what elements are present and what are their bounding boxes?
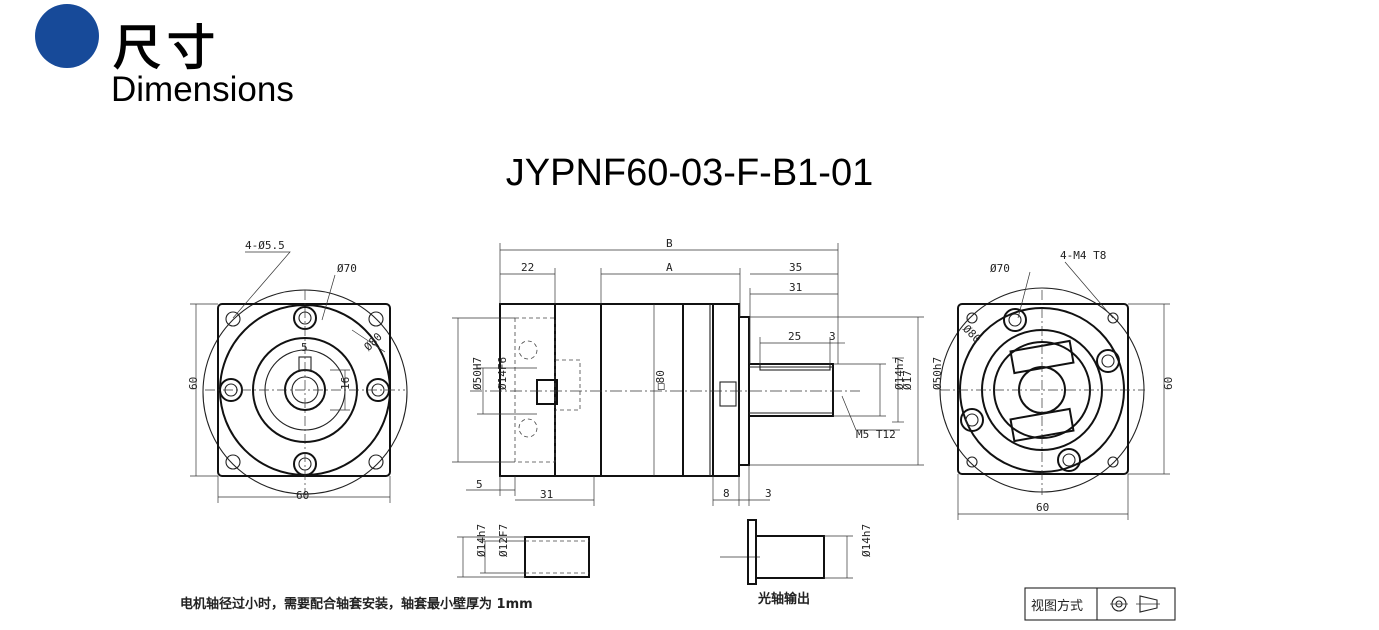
dim-thread: M5 T12: [856, 428, 896, 441]
dim-25: 25: [788, 330, 801, 343]
front-pcd-label: Ø70: [337, 262, 357, 275]
view-method-box: [1024, 587, 1176, 621]
front-dia80-label: Ø80: [362, 330, 385, 353]
sleeve-note: 电机轴径过小时，需要配合轴套安装，轴套最小壁厚为 1mm: [180, 596, 533, 612]
dim-14F6: Ø14F6: [496, 357, 509, 390]
dim-5: 5: [476, 478, 483, 491]
shaft-out-label: 光轴输出: [757, 591, 810, 607]
sleeve-detail: [457, 536, 590, 578]
dim-31: 31: [540, 488, 553, 501]
front-holes-label: 4-Ø5.5: [245, 239, 285, 252]
section-title-cn: 尺寸: [113, 20, 222, 76]
shaft-output-detail: [720, 519, 853, 585]
rear-width-label: 60: [1036, 501, 1049, 514]
model-name: JYPNF60-03-F-B1-01: [505, 152, 874, 194]
front-key-label: 5: [301, 341, 308, 354]
rear-dia80-label: Ø80: [960, 322, 983, 345]
section-title-en: Dimensions: [111, 70, 294, 109]
front-view: [190, 251, 408, 503]
dim-35: 35: [789, 261, 802, 274]
side-view: [452, 243, 924, 506]
dim-50h7: Ø50h7: [931, 357, 944, 390]
sleeve-12F7: Ø12F7: [497, 524, 510, 557]
rear-view: [939, 261, 1170, 520]
projection-symbol-icon: [1110, 595, 1160, 613]
front-height-label: 60: [187, 377, 200, 390]
rear-height-label: 60: [1162, 377, 1175, 390]
dim-17: Ø17: [901, 370, 914, 390]
dim-3-top: 3: [829, 330, 836, 343]
shaft-out-14h7: Ø14h7: [860, 524, 873, 557]
rear-tap-label: 4-M4 T8: [1060, 249, 1106, 262]
dim-8: 8: [723, 487, 730, 500]
dim-A: A: [666, 261, 673, 274]
section-bullet-icon: [35, 4, 99, 68]
dim-B: B: [666, 237, 673, 250]
dim-3: 3: [765, 487, 772, 500]
dim-22: 22: [521, 261, 534, 274]
view-method-label: 视图方式: [1031, 598, 1083, 614]
dim-50H7: Ø50H7: [471, 357, 484, 390]
rear-pcd-label: Ø70: [990, 262, 1010, 275]
dim-31-top: 31: [789, 281, 802, 294]
front-width-label: 60: [296, 489, 309, 502]
dim-square-80: □80: [654, 370, 667, 390]
sleeve-14h7: Ø14h7: [475, 524, 488, 557]
dim-14h7-shaft: Ø14h7: [893, 357, 906, 390]
front-shaft-label: 16: [339, 377, 352, 390]
